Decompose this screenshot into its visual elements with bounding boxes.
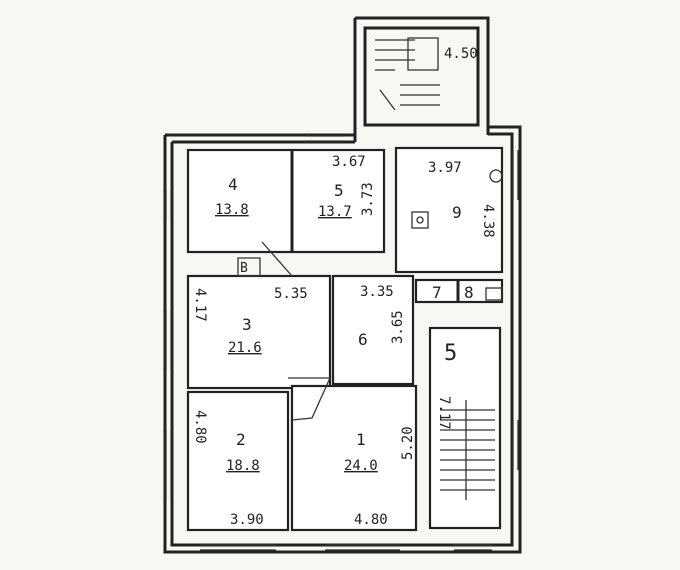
dim-room9-height: 4.38 bbox=[480, 204, 496, 238]
room-3-area: 21.6 bbox=[228, 340, 262, 356]
room-5-area: 13.7 bbox=[318, 204, 352, 220]
room-3-number: 3 bbox=[242, 315, 252, 334]
room-1-area: 24.0 bbox=[344, 458, 378, 474]
wc-symbol: B bbox=[240, 261, 248, 276]
room-labels: 4 13.8 5 13.7 9 3 21.6 6 7 8 5 2 18.8 1 … bbox=[215, 175, 474, 474]
dim-stair-height: 7.17 bbox=[436, 396, 452, 430]
room-2-area: 18.8 bbox=[226, 458, 260, 474]
dim-stair-top: 4.50 bbox=[444, 46, 478, 62]
room-9-number: 9 bbox=[452, 203, 462, 222]
room-4-area: 13.8 bbox=[215, 202, 249, 218]
room-5-number: 5 bbox=[334, 181, 344, 200]
dim-room5-height: 3.73 bbox=[360, 182, 376, 216]
room-7-number: 7 bbox=[432, 283, 442, 302]
dim-room6-width: 3.35 bbox=[360, 284, 394, 300]
outer-walls bbox=[163, 16, 522, 554]
dim-room2-width: 3.90 bbox=[230, 512, 264, 528]
interior-walls bbox=[186, 146, 504, 532]
dim-room1-height: 5.20 bbox=[400, 426, 416, 460]
dim-room3-height: 4.17 bbox=[192, 288, 208, 322]
dim-room3-width: 5.35 bbox=[274, 286, 308, 302]
appliances bbox=[411, 169, 503, 301]
room-4-number: 4 bbox=[228, 175, 238, 194]
dim-room9-width: 3.97 bbox=[428, 160, 462, 176]
dimension-labels: 4.50 3.67 3.73 3.97 4.38 5.35 4.17 3.35 … bbox=[192, 46, 496, 528]
room-2-number: 2 bbox=[236, 430, 246, 449]
room-1-number: 1 bbox=[356, 430, 366, 449]
windows bbox=[165, 135, 519, 551]
room-8-number: 8 bbox=[464, 283, 474, 302]
dim-room2-height: 4.80 bbox=[192, 410, 208, 444]
dim-room5-width: 3.67 bbox=[332, 154, 366, 170]
dim-room1-width: 4.80 bbox=[354, 512, 388, 528]
stair-label: 5 bbox=[444, 341, 457, 366]
stair-treads bbox=[375, 37, 495, 500]
corridor-lines bbox=[237, 241, 332, 421]
dim-room6-height: 3.65 bbox=[390, 310, 406, 344]
room-6-number: 6 bbox=[358, 330, 368, 349]
